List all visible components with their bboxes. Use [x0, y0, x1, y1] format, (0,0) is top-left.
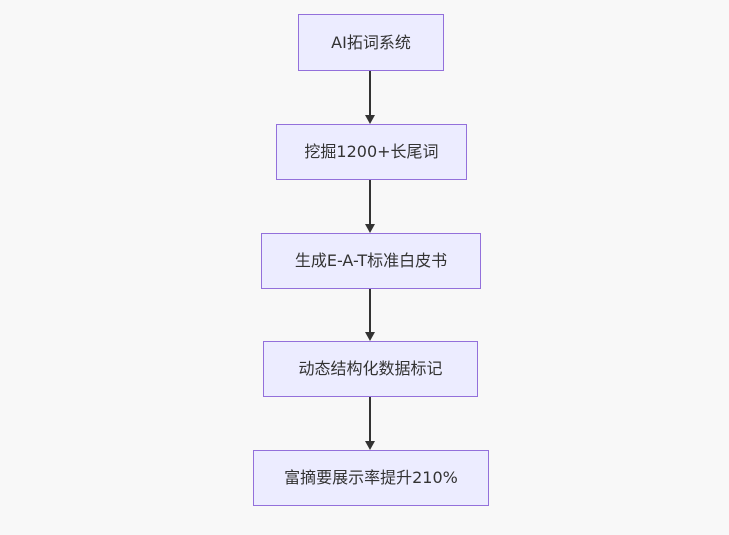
flow-node-label: 挖掘1200+长尾词: [304, 142, 439, 162]
flow-node-rich-snippet-result: 富摘要展示率提升210%: [253, 450, 489, 506]
arrow-down-icon: [365, 441, 375, 450]
flow-node-longtail-keywords: 挖掘1200+长尾词: [276, 124, 467, 180]
edge-line: [369, 180, 371, 224]
arrow-down-icon: [365, 115, 375, 124]
edge-line: [369, 71, 371, 115]
flow-node-structured-data: 动态结构化数据标记: [263, 341, 478, 397]
flow-node-label: 富摘要展示率提升210%: [284, 468, 458, 488]
flow-node-eat-whitepaper: 生成E-A-T标准白皮书: [261, 233, 481, 289]
flow-node-ai-word-expansion: AI拓词系统: [298, 14, 444, 71]
flow-node-label: 生成E-A-T标准白皮书: [294, 251, 448, 271]
edge-line: [369, 397, 371, 441]
arrow-down-icon: [365, 332, 375, 341]
flow-node-label: 动态结构化数据标记: [298, 359, 443, 379]
edge-line: [369, 289, 371, 332]
flow-node-label: AI拓词系统: [331, 32, 411, 52]
arrow-down-icon: [365, 224, 375, 233]
